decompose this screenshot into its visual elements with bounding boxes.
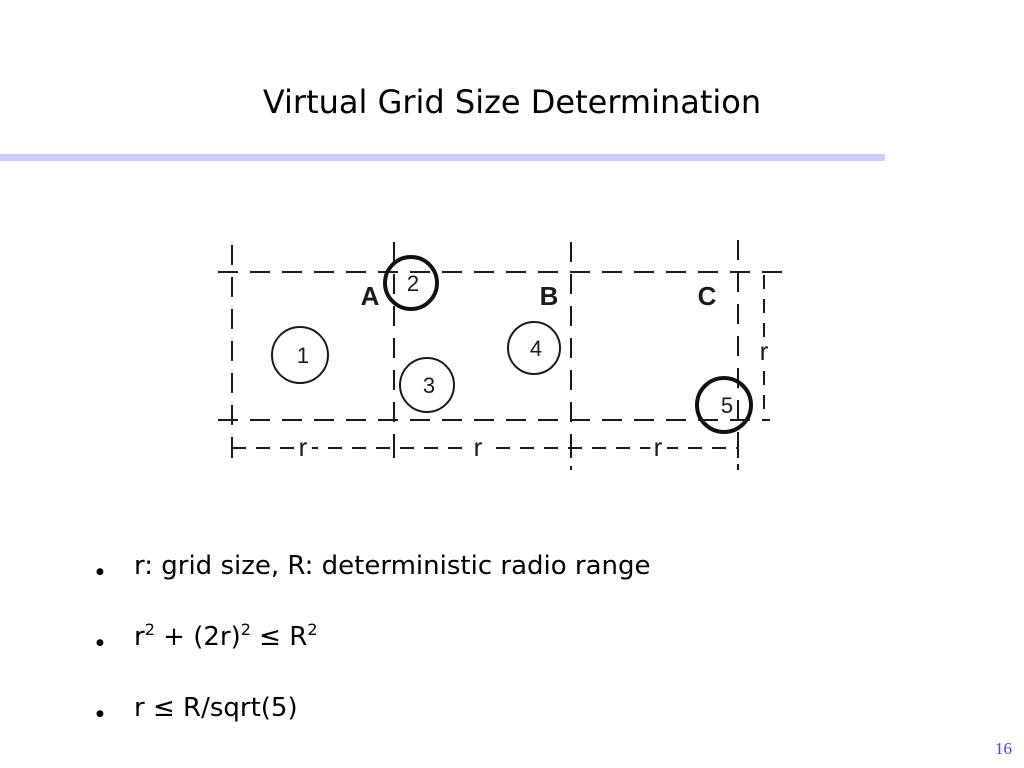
node-2-label: 2 [407,271,419,296]
bullet-item: ● r: grid size, R: deterministic radio r… [96,546,651,586]
bullet-list: ● r: grid size, R: deterministic radio r… [96,546,651,728]
side-dimension-label: r [760,336,769,366]
bullet-marker: ● [96,709,104,719]
bottom-dimension-label-3: r [654,432,663,462]
bullet-marker: ● [96,567,104,577]
node-1-label: 1 [297,343,309,368]
cell-label-b: B [540,281,559,311]
bottom-dimension-label-2: r [474,432,483,462]
cell-label-c: C [698,281,717,311]
node-5-circle [695,376,753,434]
title-divider [0,154,885,161]
node-5-label: 5 [721,393,733,418]
node-4-label: 4 [530,336,542,361]
bullet-item: ● r2 + (2r)2 ≤ R2 [96,617,651,657]
bullet-item: ● r ≤ R/sqrt(5) [96,688,651,728]
bullet-marker: ● [96,638,104,648]
bottom-dimension-label-1: r [299,432,308,462]
page-title: Virtual Grid Size Determination [262,83,762,121]
node-3-label: 3 [423,373,435,398]
node-3-circle [399,357,455,413]
node-2-circle [383,255,439,311]
node-4-circle [507,321,561,375]
page-number: 16 [995,739,1012,758]
node-1-circle [271,326,329,384]
bullet-equation: r2 + (2r)2 ≤ R2 [134,620,318,653]
bullet-text: r ≤ R/sqrt(5) [134,693,298,723]
bullet-text: r: grid size, R: deterministic radio ran… [134,551,651,581]
cell-label-a: A [361,281,380,311]
